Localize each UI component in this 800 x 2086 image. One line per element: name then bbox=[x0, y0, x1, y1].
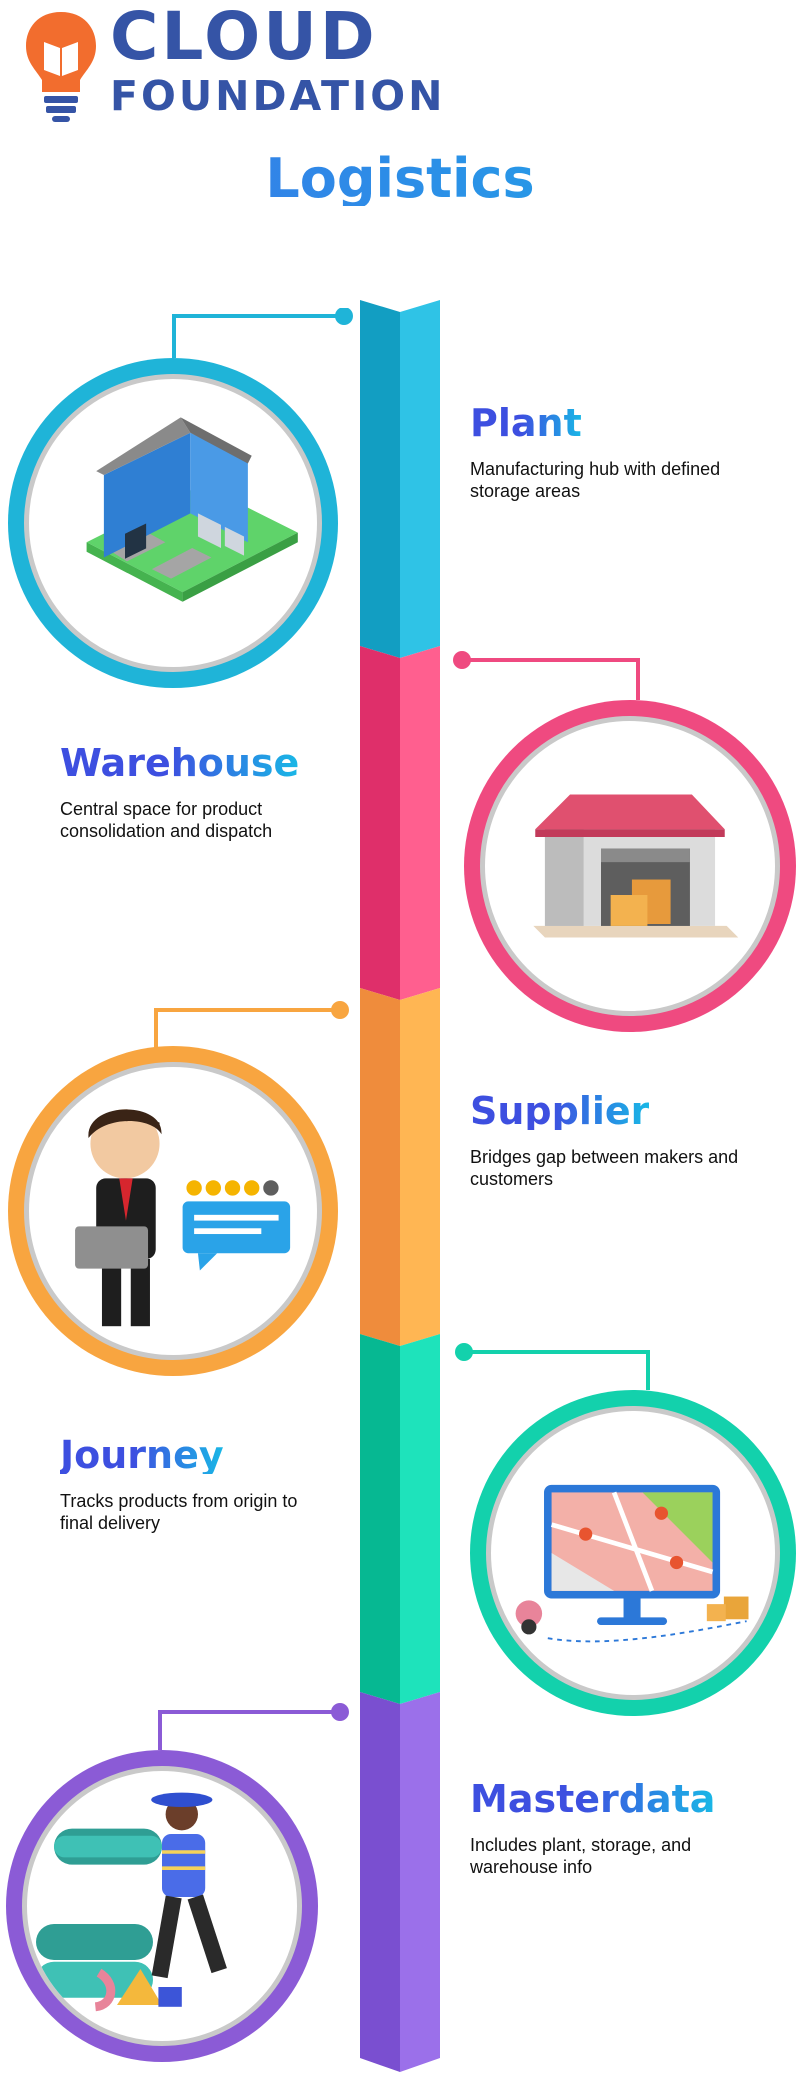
journey-connector bbox=[455, 1343, 650, 1390]
brand-name-line1: CLOUD bbox=[110, 0, 378, 75]
section-desc-journey: Tracks products from origin to final del… bbox=[60, 1491, 298, 1533]
section-desc-masterdata: Includes plant, storage, and warehouse i… bbox=[470, 1835, 692, 1877]
section-desc-warehouse: Central space for product consolidation … bbox=[60, 799, 273, 841]
masterdata-illustration bbox=[6, 1750, 318, 2062]
brand-name-line2: FOUNDATION bbox=[110, 72, 446, 120]
timeline-column bbox=[360, 300, 440, 2072]
section-title-masterdata: Masterdata bbox=[470, 1777, 716, 1821]
plant-illustration bbox=[8, 358, 338, 688]
masterdata-connector bbox=[158, 1703, 349, 1750]
brand-logo-icon bbox=[22, 8, 100, 124]
businessman-icon bbox=[75, 1109, 291, 1327]
page-title: Logistics bbox=[0, 152, 800, 206]
plant-connector bbox=[172, 308, 353, 358]
warehouse-connector bbox=[453, 651, 640, 700]
section-title-plant: Plant bbox=[470, 401, 582, 445]
warehouse-illustration bbox=[464, 700, 796, 1032]
map-monitor-icon bbox=[515, 1484, 749, 1643]
building-icon bbox=[86, 417, 298, 602]
supplier-connector bbox=[154, 1001, 349, 1048]
section-title-supplier: Supplier bbox=[470, 1089, 650, 1133]
section-title-journey: Journey bbox=[60, 1433, 224, 1477]
database-person-icon bbox=[36, 1792, 227, 2012]
supplier-illustration bbox=[8, 1046, 338, 1376]
section-desc-supplier: Bridges gap between makers and customers bbox=[470, 1147, 739, 1189]
warehouse-icon bbox=[533, 794, 739, 938]
journey-illustration bbox=[470, 1390, 796, 1716]
section-desc-plant: Manufacturing hub with defined storage a… bbox=[470, 459, 721, 501]
section-title-warehouse: Warehouse bbox=[60, 741, 300, 785]
